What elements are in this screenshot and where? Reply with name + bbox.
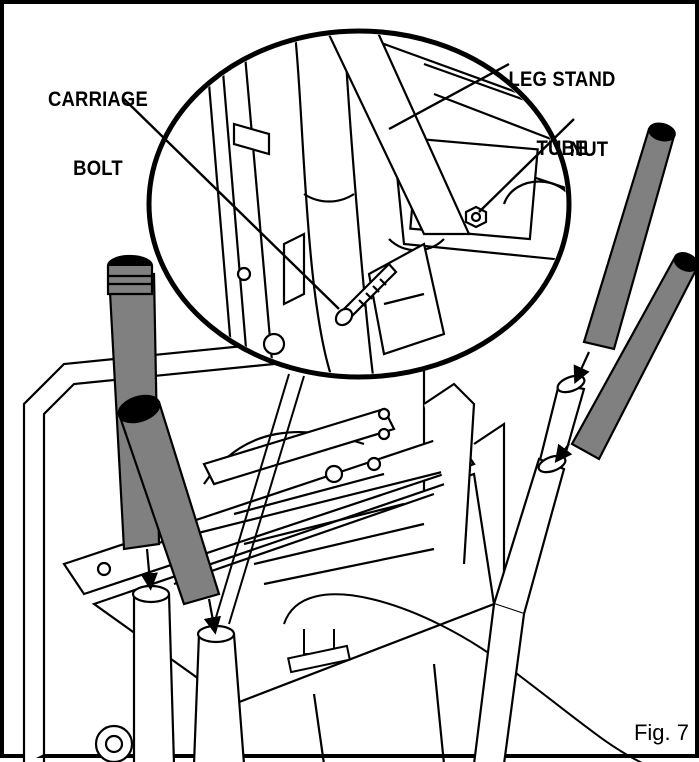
nut-label-text: NUT (569, 138, 609, 161)
nut (464, 205, 488, 229)
leg-stand-tube-label-line1: LEG STAND (508, 68, 616, 91)
walker-frame (22, 332, 506, 762)
left-leg-tube-front (117, 394, 221, 606)
right-leg-tube-front (570, 252, 699, 461)
carriage-bolt-label-line1: CARRIAGE (48, 88, 148, 111)
magnifier-leaders (213, 373, 305, 625)
magnifier-detail (146, 28, 572, 380)
callout-leaders (123, 62, 575, 310)
leg-stand-tube-label: LEG STAND TUBE (500, 22, 623, 183)
assembly-illustration (22, 28, 699, 762)
right-receiver-uprights (473, 374, 586, 762)
carriage-bolt (334, 262, 398, 327)
figure-number: Fig. 7 (629, 720, 689, 746)
carriage-bolt-label-line2: BOLT (73, 157, 123, 180)
leg-stand-tube-label-line2: TUBE (536, 137, 588, 160)
left-receiver-uprights (131, 584, 245, 762)
right-leg-tube-rear (582, 122, 676, 351)
carriage-bolt-label: CARRIAGE BOLT (36, 42, 159, 203)
nut-label: NUT (558, 92, 620, 184)
insertion-arrows (140, 351, 590, 635)
